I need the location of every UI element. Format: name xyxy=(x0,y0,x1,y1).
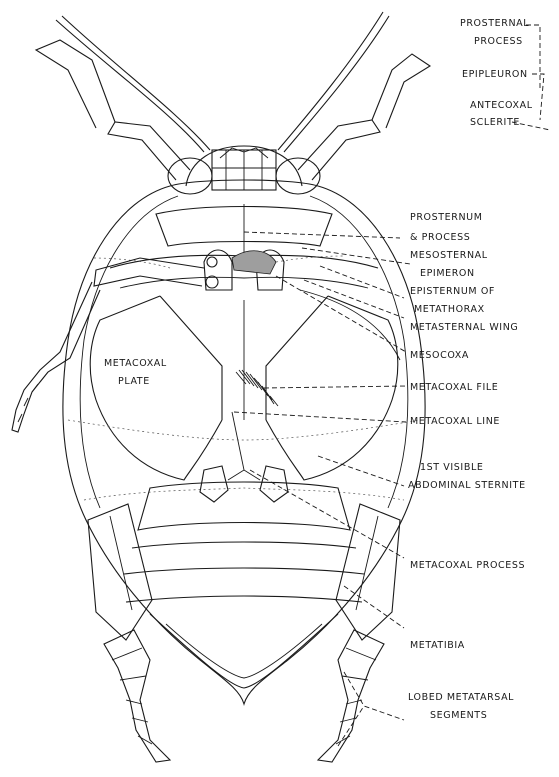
label-metatibia: METATIBIA xyxy=(410,640,465,651)
label-antecoxal-line2: SCLERITE xyxy=(470,117,520,128)
label-metacoxal-file: METACOXAL FILE xyxy=(410,382,498,393)
left-hindleg xyxy=(12,282,100,432)
mesosternal-epimeron xyxy=(232,251,276,274)
label-episternum-line2: METATHORAX xyxy=(414,304,485,315)
label-metacoxal-plate-line1: METACOXAL xyxy=(104,358,167,369)
label-prosternal-process-line1: PROSTERNAL xyxy=(460,18,529,29)
label-prosternal-process-line2: PROCESS xyxy=(474,36,523,47)
label-mesosternal-line1: MESOSTERNAL xyxy=(410,250,488,261)
label-mesocoxa: MESOCOXA xyxy=(410,350,469,361)
leader-lines xyxy=(234,25,550,746)
metacoxal-line xyxy=(232,412,244,470)
label-lobed-line1: LOBED METATARSAL xyxy=(408,692,514,703)
metacoxal-plate-right xyxy=(266,296,398,480)
left-foreleg xyxy=(108,122,190,180)
label-episternum-line1: EPISTERNUM OF xyxy=(410,286,495,297)
right-antenna xyxy=(278,12,383,150)
metasternal-wing xyxy=(300,290,400,360)
label-antecoxal-line1: ANTECOXAL xyxy=(470,100,533,111)
metacoxal-file-hatching xyxy=(236,370,278,406)
label-abdominal-line2: ABDOMINAL STERNITE xyxy=(408,480,526,491)
label-metacoxal-plate-line2: PLATE xyxy=(118,376,150,387)
right-foreleg xyxy=(298,120,380,180)
label-epipleuron: EPIPLEURON xyxy=(462,69,528,80)
label-mesosternal-line2: EPIMERON xyxy=(420,268,475,279)
right-eye xyxy=(276,158,320,194)
label-metacoxal-line: METACOXAL LINE xyxy=(410,416,500,427)
abdominal-apex xyxy=(150,614,338,688)
left-antenna xyxy=(62,16,210,150)
metacoxal-plate-left xyxy=(90,296,222,480)
abdominal-sternite-3 xyxy=(124,568,364,574)
labels: PROSTERNAL PROCESS EPIPLEURON ANTECOXAL … xyxy=(104,18,533,721)
label-abdominal-line1: 1ST VISIBLE xyxy=(420,462,483,473)
abdominal-sternite-2 xyxy=(132,542,356,548)
abdominal-sternite-4 xyxy=(126,596,362,602)
left-eye xyxy=(168,158,212,194)
beetle-drawing xyxy=(12,12,430,762)
label-prosternum-line2: & PROCESS xyxy=(410,232,470,243)
label-metacoxal-process: METACOXAL PROCESS xyxy=(410,560,525,571)
label-prosternum-line1: PROSTERNUM xyxy=(410,212,483,223)
metacoxal-process xyxy=(200,466,228,502)
abdominal-sternite-1 xyxy=(138,482,350,530)
label-lobed-line2: SEGMENTS xyxy=(430,710,487,721)
label-metasternal-wing: METASTERNAL WING xyxy=(410,322,518,333)
